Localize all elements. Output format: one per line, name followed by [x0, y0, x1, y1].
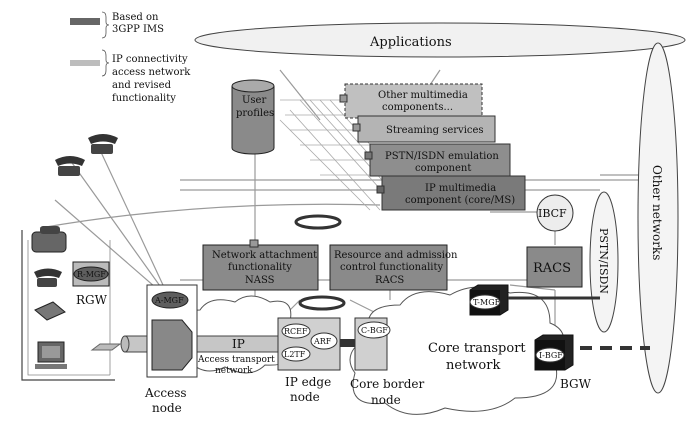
racs-box-label: RACS [533, 261, 571, 276]
pstn-emulation-line1: PSTN/ISDN emulation [385, 151, 499, 162]
legend-ip-line3: and revised [112, 80, 172, 91]
legend-ims-swatch [70, 18, 100, 25]
computer-icon [35, 341, 67, 369]
racs-function-line1: Resource and admission [334, 250, 458, 261]
pstn-emulation-box [369, 143, 511, 177]
pstn-isdn-cloud: PSTN/ISDN [589, 191, 619, 333]
core-border-node: C-BGF Core border node [350, 317, 424, 407]
phone-icon [34, 268, 62, 287]
ibcf-node: IBCF [536, 194, 574, 232]
ims-component-stack: Other multimedia components... Streaming… [339, 83, 526, 211]
legend-ip-swatch [70, 60, 100, 66]
nass-line2: functionality [228, 262, 292, 273]
legend-ip-line1: IP connectivity [112, 54, 188, 65]
other-multimedia-line2: components... [382, 102, 453, 113]
ip-multimedia-line1: IP multimedia [425, 183, 496, 194]
rcef-label: RCEF [284, 327, 308, 336]
core-transport-cloud: Core transport network [349, 286, 565, 415]
legend-ims-line2: 3GPP IMS [112, 24, 164, 35]
pstn-emulation-line2: component [415, 163, 471, 174]
edge-border-link [340, 339, 358, 347]
legend-ip-line4: functionality [112, 93, 176, 104]
other-networks-cloud: Other networks [637, 42, 679, 394]
phone-icon [88, 134, 118, 154]
legend-brace-ip [101, 49, 110, 77]
phone-icon [55, 156, 85, 176]
access-node-line1: Access [144, 386, 187, 400]
access-transport-line1: Access transport [197, 355, 275, 365]
pstn-isdn-label: PSTN/ISDN [597, 228, 610, 294]
c-bgf-label: C-BGF [361, 326, 388, 335]
racs-function-box [329, 244, 448, 291]
ip-edge-node: RCEF ARF L2TF IP edge node [277, 317, 341, 404]
access-node: A-MGF Access node [144, 284, 198, 415]
legend-ip-line2: access network [112, 67, 191, 78]
bgw-node: I-BGF BGW [534, 334, 650, 391]
customer-premises: R-MGF RGW [21, 134, 118, 381]
bgw-label: BGW [560, 377, 592, 391]
legend-ims-line1: Based on [112, 12, 159, 23]
streaming-label: Streaming services [386, 125, 484, 136]
other-networks-label: Other networks [650, 165, 664, 260]
core-transport-line2: network [446, 358, 500, 373]
nass-line1: Network attachment [212, 250, 317, 261]
racs-box: RACS [526, 246, 583, 288]
other-multimedia-line1: Other multimedia [378, 90, 468, 101]
racs-function-line3: RACS [375, 275, 404, 286]
r-mgf-label: R-MGF [77, 270, 106, 279]
core-border-line1: Core border [350, 377, 424, 391]
access-node-line2: node [152, 401, 182, 415]
t-mgf-label: T-MGF [473, 298, 501, 307]
nass-box [202, 244, 319, 291]
rgw-label: RGW [76, 293, 108, 307]
l2tf-label: L2TF [284, 350, 306, 359]
function-boxes: Network attachment functionality NASS Re… [202, 214, 458, 311]
user-profiles-line1: User [242, 95, 266, 106]
i-bgf-label: I-BGF [539, 351, 563, 360]
user-profiles-database: User profiles [231, 79, 275, 155]
access-transport-line2: network [215, 366, 253, 376]
ibcf-label: IBCF [538, 207, 567, 220]
applications-cloud: Applications [194, 22, 686, 58]
laptop-icon [34, 301, 66, 321]
a-mgf-label: A-MGF [154, 296, 184, 305]
core-transport-line1: Core transport [428, 341, 526, 356]
ip-edge-line2: node [290, 390, 320, 404]
legend-brace-ims [101, 11, 110, 39]
user-profiles-line2: profiles [236, 108, 274, 119]
ip-multimedia-line2: component (core/MS) [405, 195, 515, 206]
nass-line3: NASS [245, 275, 275, 286]
racs-function-line2: control functionality [340, 262, 443, 273]
core-border-line2: node [371, 393, 401, 407]
arf-label: ARF [313, 337, 332, 346]
applications-label: Applications [369, 35, 452, 50]
legend: Based on 3GPP IMS IP connectivity access… [70, 11, 191, 104]
ip-edge-line1: IP edge [285, 375, 331, 389]
streaming-box [357, 115, 496, 143]
t-mgf-node: T-MGF [469, 284, 600, 316]
ip-label: IP [232, 337, 245, 351]
other-multimedia-box [344, 83, 483, 119]
ip-multimedia-box [381, 175, 526, 211]
desk-phone-icon [31, 226, 67, 253]
